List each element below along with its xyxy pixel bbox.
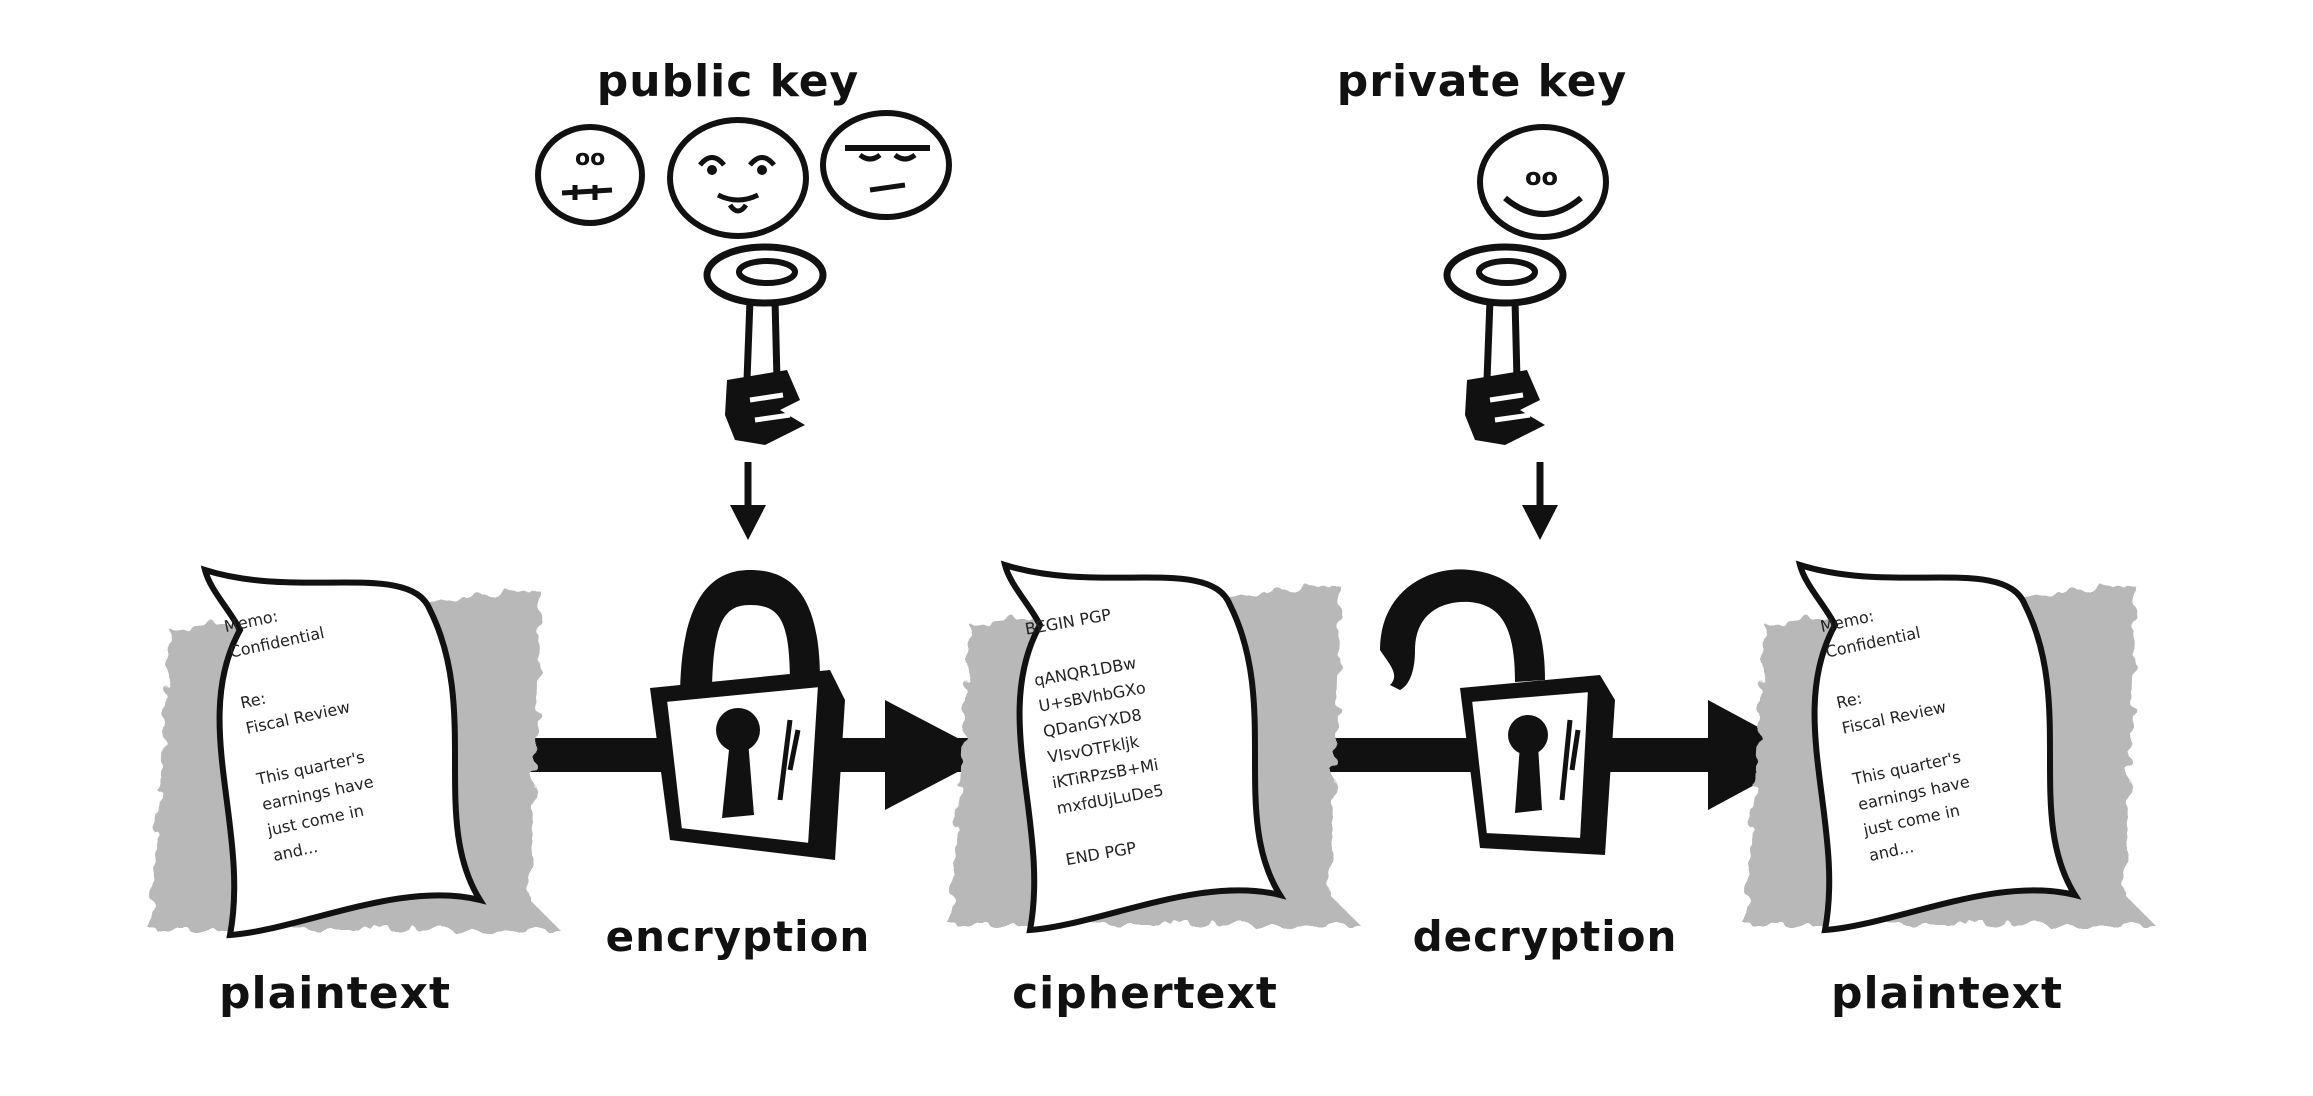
plaintext-left-label: plaintext [219,968,451,1019]
document-text-line: Re: [1835,688,1864,712]
plaintext-right-label: plaintext [1831,968,2063,1019]
svg-text:oo: oo [1525,163,1558,191]
arrow-icon [730,462,766,540]
document-plaintext-right: Memo:Confidential Re:Fiscal Review This … [1745,560,2155,934]
document-icon [1795,560,2082,934]
encryption-label: encryption [605,912,871,961]
decryption-label: decryption [1412,912,1678,961]
face-icon: oo [1477,124,1609,240]
document-icon [200,565,487,939]
arrow-icon [1522,462,1558,540]
key-icon [703,243,827,445]
padlock-closed-icon [650,570,845,860]
document-text-line: Re: [239,689,268,713]
padlock-open-icon [1380,569,1615,855]
face-icon [820,110,952,220]
svg-text:oo: oo [575,146,605,171]
ciphertext-label: ciphertext [1012,968,1278,1019]
private-key-label: private key [1336,56,1628,107]
face-icon: oo [535,124,645,226]
document-ciphertext: BEGIN PGP qANQR1DBwU+sBVhbGXoQDanGYXD8VI… [950,560,1360,934]
document-icon [1000,560,1287,934]
face-icon [667,117,809,239]
public-key-label: public key [596,56,860,107]
key-icon [1443,243,1567,445]
document-plaintext-left: Memo:Confidential Re:Fiscal Review This … [150,565,560,939]
